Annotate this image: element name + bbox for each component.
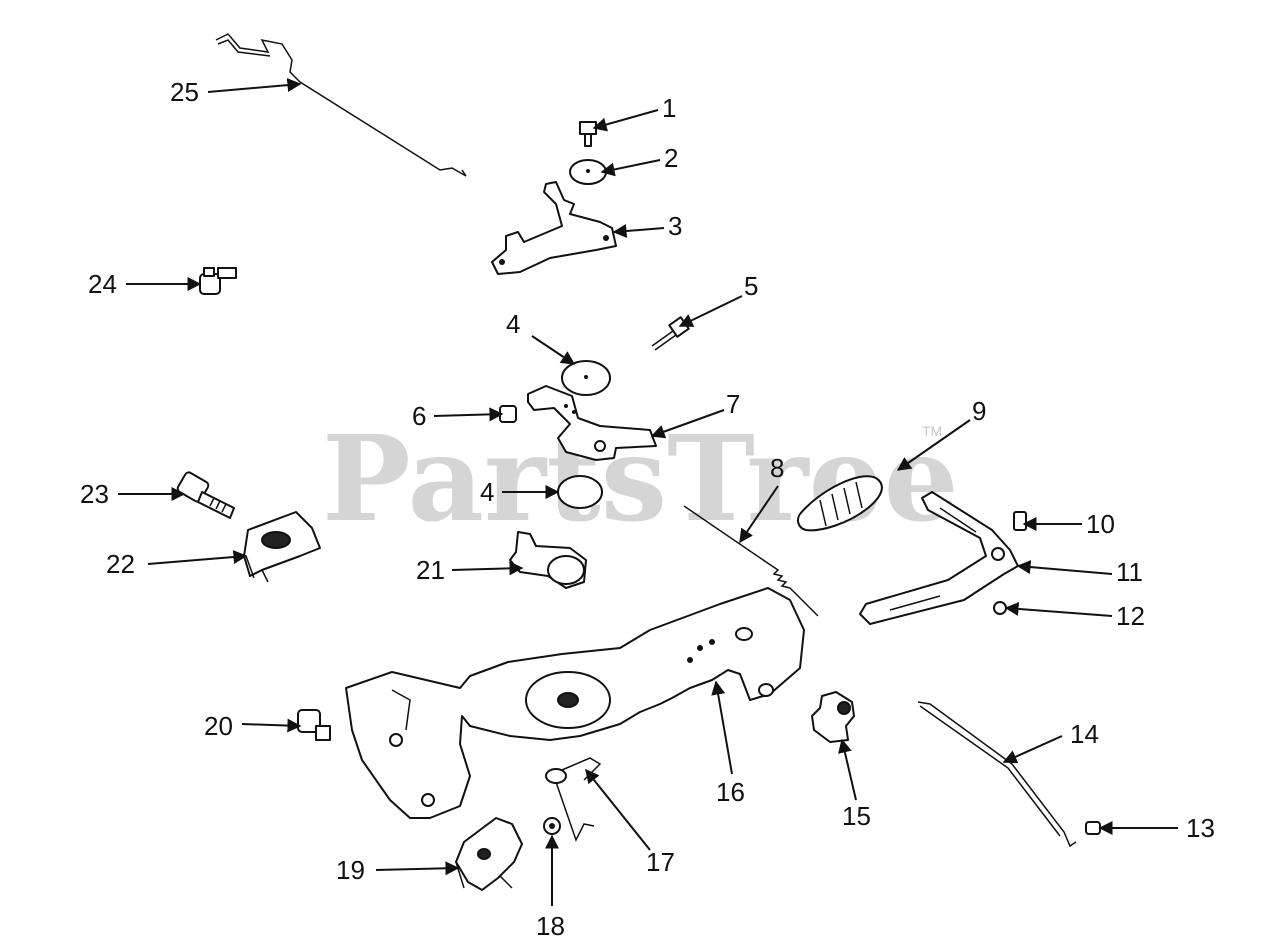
callout-8: 8 <box>770 453 784 483</box>
leader-14 <box>1002 735 1063 764</box>
part-17-spring <box>545 757 602 842</box>
callout-25: 25 <box>170 77 199 107</box>
callout-7: 7 <box>726 389 740 419</box>
callout-labels: 25 1 2 3 24 5 4 6 7 9 8 4 23 10 22 21 11… <box>80 77 1215 941</box>
leader-8 <box>739 485 779 544</box>
callout-11: 11 <box>1116 557 1143 587</box>
part-1-screw <box>579 121 597 147</box>
part-7-lever <box>527 385 657 461</box>
leader-6 <box>433 407 504 422</box>
leader-16 <box>711 680 733 775</box>
leader-11 <box>1016 560 1113 575</box>
part-11-arm <box>859 491 1019 625</box>
part-5-screw <box>651 316 690 351</box>
callout-19: 19 <box>336 855 365 885</box>
leader-21 <box>451 561 524 576</box>
part-13-clip <box>1085 821 1101 835</box>
leader-12 <box>1004 601 1113 617</box>
callout-3: 3 <box>668 211 682 241</box>
part-4-washer-lower <box>557 475 603 509</box>
leader-20 <box>241 718 302 733</box>
callout-4-lower: 4 <box>480 477 494 507</box>
callout-22: 22 <box>106 549 135 579</box>
part-15-clamp <box>811 691 855 743</box>
callout-6: 6 <box>412 401 426 431</box>
callout-5: 5 <box>744 271 758 301</box>
part-10-screw <box>1013 511 1027 531</box>
part-4-washer-upper <box>561 360 611 396</box>
leader-25 <box>207 78 302 93</box>
callout-14: 14 <box>1070 719 1099 749</box>
callout-1: 1 <box>662 93 676 123</box>
watermark-trademark: TM <box>922 423 942 439</box>
part-8-spring <box>683 505 819 617</box>
leader-5 <box>678 295 743 327</box>
part-20-bolt <box>297 709 331 741</box>
callout-16: 16 <box>716 777 745 807</box>
leader-4-upper <box>531 335 576 365</box>
part-24-fitting <box>199 267 237 295</box>
leader-1 <box>592 109 659 132</box>
callout-20: 20 <box>204 711 233 741</box>
leader-3 <box>612 224 665 238</box>
leader-9 <box>896 419 971 471</box>
leader-2 <box>600 159 661 177</box>
leader-7 <box>650 409 725 439</box>
callout-15: 15 <box>842 801 871 831</box>
callout-10: 10 <box>1086 509 1115 539</box>
callout-4-upper: 4 <box>506 309 520 339</box>
part-23-bolt <box>176 471 235 519</box>
callout-13: 13 <box>1186 813 1215 843</box>
leader-19 <box>375 861 460 876</box>
leader-lines <box>118 78 1178 906</box>
callout-21: 21 <box>416 555 445 585</box>
part-22-plate <box>243 511 321 583</box>
callout-9: 9 <box>972 396 986 426</box>
callout-18: 18 <box>536 911 565 941</box>
leader-17 <box>585 768 651 851</box>
part-14-rod <box>917 701 1077 848</box>
callout-23: 23 <box>80 479 109 509</box>
part-18-nut <box>543 817 561 835</box>
part-2-washer <box>569 159 607 185</box>
part-3-bracket <box>491 181 617 275</box>
part-6-nut <box>499 405 517 423</box>
callout-24: 24 <box>88 269 117 299</box>
callout-2: 2 <box>664 143 678 173</box>
part-19-bracket <box>455 817 523 891</box>
part-21-bracket <box>509 531 587 589</box>
part-25-rod <box>215 33 467 177</box>
leader-22 <box>147 550 248 565</box>
part-12-nut <box>993 601 1007 615</box>
callout-12: 12 <box>1116 601 1145 631</box>
part-9-grip <box>797 475 883 532</box>
leader-15 <box>838 738 857 801</box>
callout-17: 17 <box>646 847 675 877</box>
part-16-control-plate <box>345 587 805 819</box>
